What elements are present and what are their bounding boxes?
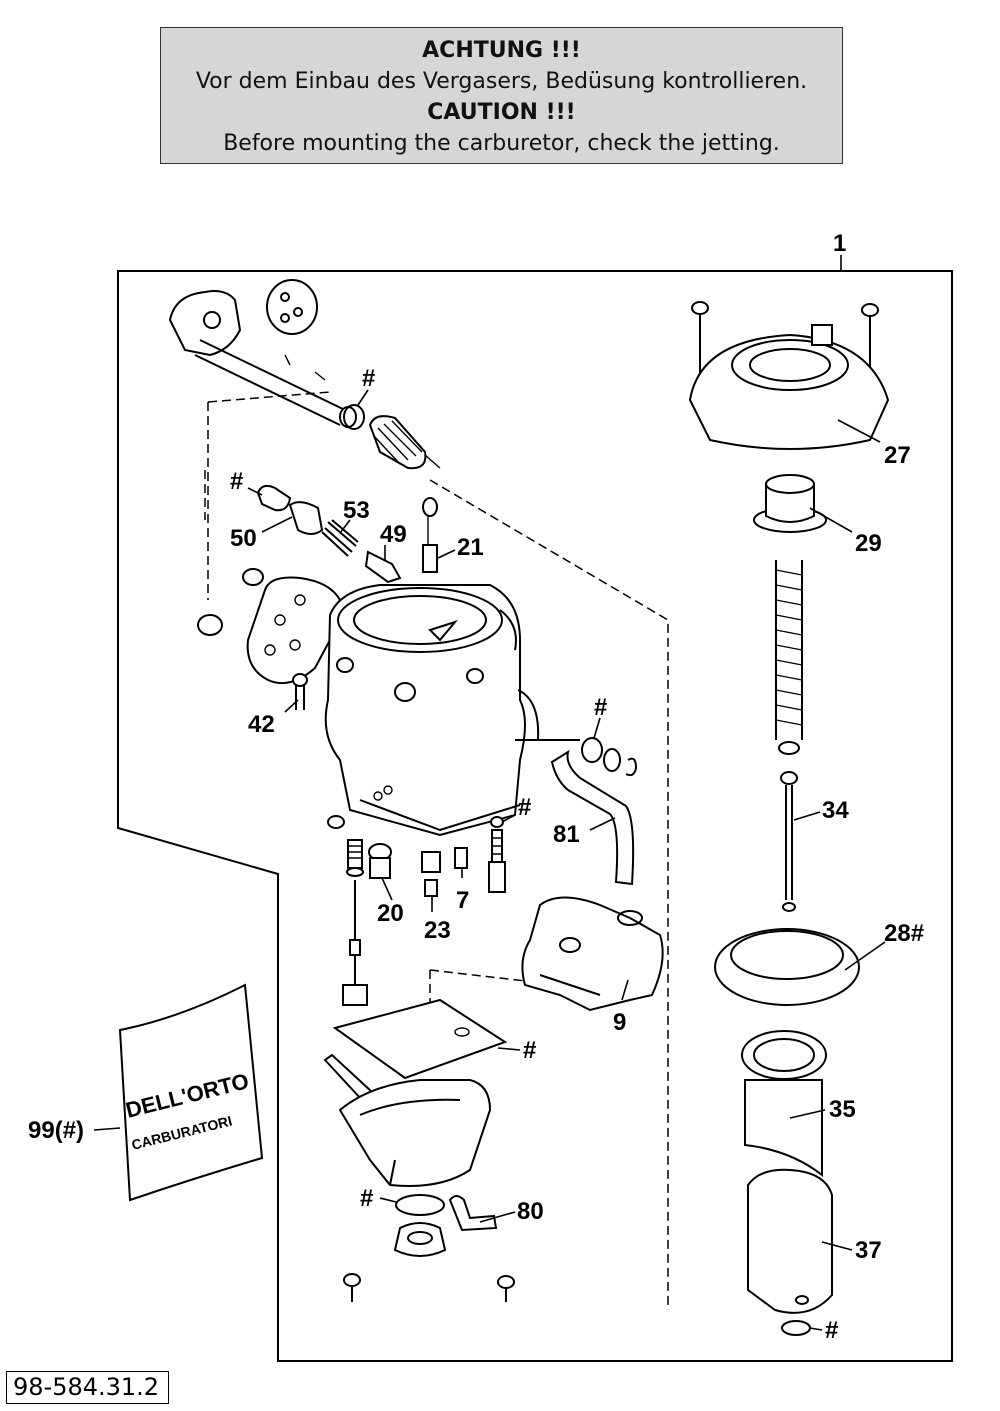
part-29 — [753, 474, 827, 533]
label-hash-side: # — [594, 694, 607, 721]
part-99-jet-kit: DELL'ORTO CARBURATORI — [118, 983, 264, 1202]
leader-53 — [339, 519, 351, 534]
idle-needle-stack — [327, 815, 368, 1006]
bottom-screws — [343, 1273, 515, 1302]
label-49: 49 — [380, 521, 407, 548]
choke-rail-part — [168, 279, 357, 428]
part-23 — [421, 851, 441, 897]
part-20 — [368, 843, 392, 879]
mid-jet — [488, 816, 506, 893]
o-ring-bowl — [395, 1194, 445, 1216]
label-29: 29 — [855, 530, 882, 557]
label-27: 27 — [884, 442, 911, 469]
leader-hash-gasket — [497, 1047, 521, 1051]
leader-9 — [621, 979, 629, 1001]
label-80: 80 — [517, 1198, 544, 1225]
part-50 — [256, 484, 324, 535]
leader-hash-top — [357, 389, 369, 406]
label-34: 34 — [822, 797, 849, 824]
label-7: 7 — [456, 887, 469, 914]
label-hash-oring: # — [360, 1185, 373, 1212]
label-hash-top: # — [362, 365, 375, 392]
leader-28 — [844, 941, 886, 971]
leader-hash-mid — [501, 814, 516, 823]
gasket-hole — [454, 1027, 470, 1037]
leader-99 — [93, 1127, 121, 1131]
notice-en-title: CAUTION !!! — [427, 100, 576, 125]
leader-50 — [261, 516, 293, 533]
label-28: 28# — [884, 920, 924, 947]
leader-hash-side — [593, 717, 601, 739]
leader-20 — [381, 877, 393, 901]
label-81: 81 — [553, 821, 580, 848]
washer-bottom — [781, 1320, 811, 1336]
part-49 — [364, 550, 402, 584]
notice-de-text: Vor dem Einbau des Vergasers, Bedüsung k… — [195, 69, 808, 94]
part-28 — [714, 928, 860, 1006]
label-21: 21 — [457, 534, 484, 561]
label-20: 20 — [377, 900, 404, 927]
leader-81 — [589, 817, 616, 831]
notice-de-title: ACHTUNG !!! — [422, 38, 581, 63]
o-ring-top — [343, 404, 365, 430]
label-50: 50 — [230, 525, 257, 552]
part-81 — [550, 749, 635, 886]
label-23: 23 — [424, 917, 451, 944]
long-spring — [775, 560, 803, 785]
caution-notice: ACHTUNG !!! Vor dem Einbau des Vergasers… — [160, 27, 843, 164]
assembly-outline — [117, 270, 953, 1362]
part-7 — [454, 847, 468, 869]
label-1: 1 — [833, 230, 846, 257]
leader-27 — [837, 419, 881, 443]
leader-hash-oring — [379, 1197, 397, 1203]
document-number: 98-584.31.2 — [6, 1371, 169, 1404]
side-cover-plate — [197, 568, 342, 684]
leader-29 — [809, 507, 853, 533]
notice-en-text: Before mounting the carburetor, check th… — [223, 131, 780, 156]
dash-line-bowl — [429, 969, 561, 986]
leader-34 — [793, 811, 821, 821]
leader-21 — [437, 549, 456, 559]
label-hash-bowl: # — [825, 1317, 838, 1344]
leader-hash-bowl — [809, 1327, 823, 1331]
leader-42 — [284, 699, 299, 713]
label-hash-gasket: # — [523, 1037, 536, 1064]
label-9: 9 — [613, 1009, 626, 1036]
label-37: 37 — [855, 1237, 882, 1264]
part-34 — [782, 785, 796, 912]
leader-80 — [479, 1211, 516, 1223]
leader-35 — [789, 1109, 826, 1119]
label-hash-mid: # — [518, 794, 531, 821]
part-9 — [521, 896, 664, 1012]
label-35: 35 — [829, 1096, 856, 1123]
leader-hash-50 — [247, 487, 263, 496]
label-42: 42 — [248, 711, 275, 738]
part-35 — [741, 1030, 827, 1178]
label-99: 99(#) — [28, 1117, 84, 1144]
part-37 — [747, 1168, 833, 1314]
choke-spring — [368, 415, 441, 470]
part-53 — [321, 519, 359, 557]
part-80 — [448, 1195, 498, 1232]
part-27 — [688, 301, 890, 450]
drain-plug — [393, 1222, 447, 1257]
dash-line-diag — [429, 479, 669, 1310]
label-53: 53 — [343, 497, 370, 524]
float-bowl — [323, 1053, 492, 1187]
side-fitting — [515, 737, 638, 777]
part-42 — [292, 673, 308, 710]
carburetor-body — [324, 584, 540, 837]
leader-37 — [821, 1241, 853, 1251]
bowl-gasket — [332, 998, 508, 1080]
label-hash-50: # — [230, 468, 243, 495]
part-21 — [422, 497, 438, 573]
